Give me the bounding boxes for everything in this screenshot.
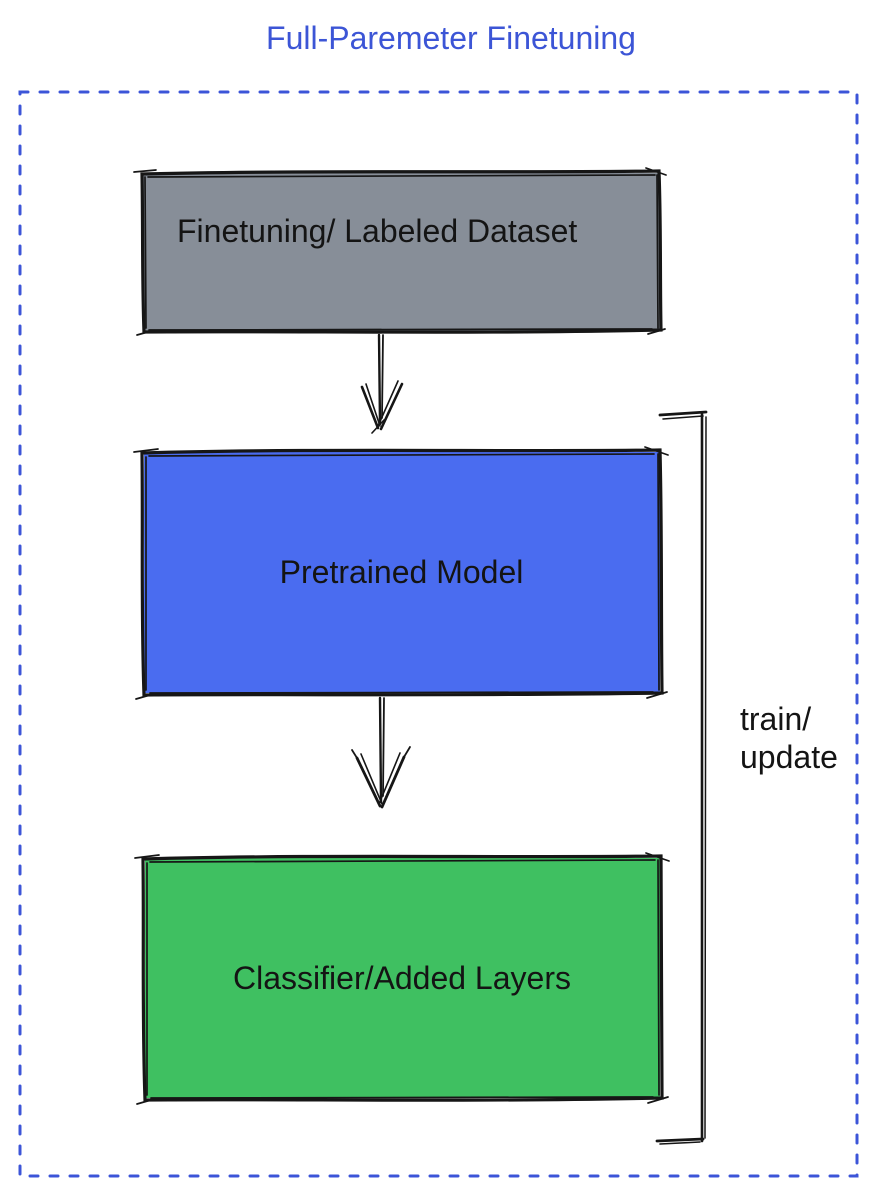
bracket-label-line1: train/ — [740, 701, 812, 737]
pretrained-box-outline-echo — [133, 446, 669, 700]
classifier-box-outline-echo — [134, 852, 670, 1105]
node-pretrained-model — [133, 446, 669, 700]
pretrained-box-label: Pretrained Model — [279, 554, 524, 590]
node-classifier-added-layers — [134, 852, 670, 1105]
dataset-box-outline-echo — [133, 167, 667, 336]
pretrained-box-fill — [144, 452, 660, 693]
dataset-box-fill — [143, 173, 660, 331]
bracket-label-line2: update — [740, 739, 838, 775]
dataset-box-label: Finetuning/ Labeled Dataset — [177, 213, 578, 249]
classifier-box-label: Classifier/Added Layers — [233, 960, 571, 996]
dotted-frame — [18, 90, 859, 1178]
node-finetuning-dataset — [133, 167, 667, 336]
classifier-box-fill — [145, 858, 660, 1098]
page-title: Full-Paremeter Finetuning — [266, 20, 636, 56]
arrow-dataset-to-pretrained — [360, 333, 404, 434]
train-update-bracket — [655, 410, 708, 1145]
bracket-label: train/ update — [740, 700, 838, 776]
arrow-pretrained-to-classifier — [351, 696, 411, 809]
